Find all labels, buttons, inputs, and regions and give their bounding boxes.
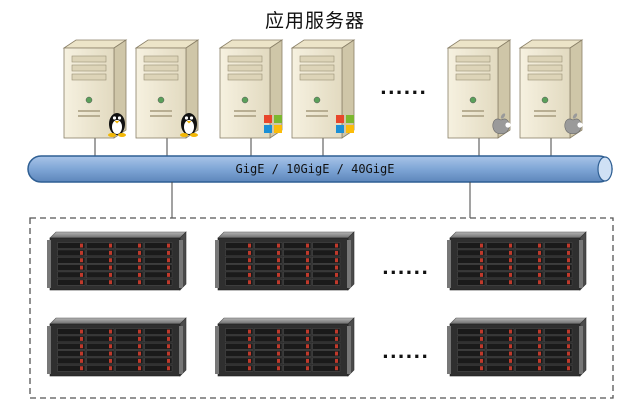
server-tower-windows — [290, 39, 356, 139]
apple-icon — [492, 113, 511, 135]
network-label: GigE / 10GigE / 40GigE — [235, 162, 395, 176]
storage-array — [47, 231, 187, 291]
storage-array — [447, 231, 587, 291]
windows-icon — [264, 115, 282, 133]
server-links — [94, 138, 552, 156]
linux-icon — [108, 113, 126, 137]
storage-group — [47, 231, 587, 377]
server-tower-apple — [446, 39, 512, 139]
storage-array — [447, 317, 587, 377]
storage-array — [47, 317, 187, 377]
diagram-title: 应用服务器 — [264, 10, 365, 32]
linux-icon — [180, 113, 198, 137]
server-group — [62, 39, 584, 139]
apple-icon — [564, 113, 583, 135]
network-bus — [27, 155, 613, 183]
server-tower-linux — [62, 39, 128, 139]
server-tower-windows — [218, 39, 284, 139]
storage-ellipsis-row-2: ...... — [382, 342, 430, 363]
windows-icon — [336, 115, 354, 133]
storage-ellipsis-row-1: ...... — [382, 258, 430, 279]
storage-array — [215, 317, 355, 377]
server-ellipsis: ...... — [380, 78, 428, 99]
storage-array — [215, 231, 355, 291]
storage-enclosure — [29, 217, 614, 399]
server-tower-linux — [134, 39, 200, 139]
server-tower-apple — [518, 39, 584, 139]
